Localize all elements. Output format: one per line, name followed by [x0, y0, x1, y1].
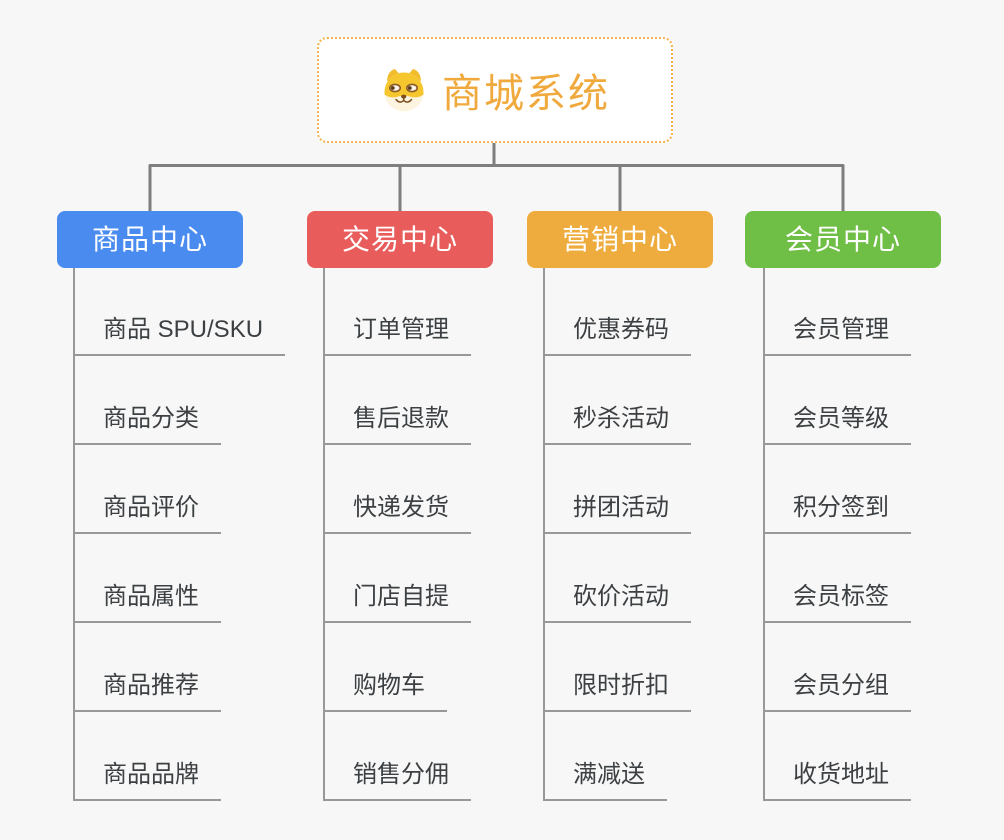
subtopic-item[interactable]: 商品评价	[73, 491, 221, 534]
subtopic-item[interactable]: 积分签到	[763, 491, 911, 534]
branch-product-center: 商品中心 商品 SPU/SKU 商品分类 商品评价 商品属性 商品推荐 商品品牌	[57, 211, 286, 831]
subtopic-item[interactable]: 销售分佣	[323, 758, 471, 801]
branch-trade-center: 交易中心 订单管理 售后退款 快递发货 门店自提 购物车 销售分佣	[307, 211, 493, 831]
root-label: 商城系统	[442, 72, 610, 116]
subtopic-item[interactable]: 商品品牌	[73, 758, 221, 801]
subtopic-item[interactable]: 会员管理	[763, 313, 911, 356]
subtopic-item[interactable]: 商品推荐	[73, 669, 221, 712]
subtopic-item[interactable]: 秒杀活动	[543, 402, 691, 445]
root-node[interactable]: 商城系统	[317, 37, 673, 143]
subtopic-item[interactable]: 商品分类	[73, 402, 221, 445]
subtopic-item[interactable]: 商品属性	[73, 580, 221, 623]
subtopic-item[interactable]: 门店自提	[323, 580, 471, 623]
subtopic-item[interactable]: 满减送	[543, 758, 667, 801]
subtopic-item[interactable]: 商品 SPU/SKU	[73, 313, 286, 356]
subtopic-item[interactable]: 拼团活动	[543, 491, 691, 534]
subtopic-item[interactable]: 售后退款	[323, 402, 471, 445]
branch-node-trade[interactable]: 交易中心	[307, 211, 493, 268]
branch-node-product[interactable]: 商品中心	[57, 211, 243, 268]
branch-node-marketing[interactable]: 营销中心	[527, 211, 713, 268]
subtopic-item[interactable]: 购物车	[323, 669, 447, 712]
branch-member-center: 会员中心 会员管理 会员等级 积分签到 会员标签 会员分组 收货地址	[745, 211, 941, 831]
subtopic-item[interactable]: 限时折扣	[543, 669, 691, 712]
branch-node-member[interactable]: 会员中心	[745, 211, 941, 268]
subtopic-item[interactable]: 优惠券码	[543, 313, 691, 356]
subtopic-item[interactable]: 收货地址	[763, 758, 911, 801]
subtopic-item[interactable]: 会员标签	[763, 580, 911, 623]
subtopic-item[interactable]: 订单管理	[323, 313, 471, 356]
subtopic-item[interactable]: 会员分组	[763, 669, 911, 712]
branch-marketing-center: 营销中心 优惠券码 秒杀活动 拼团活动 砍价活动 限时折扣 满减送	[527, 211, 713, 831]
subtopic-item[interactable]: 快递发货	[323, 491, 471, 534]
subtopic-item[interactable]: 会员等级	[763, 402, 911, 445]
subtopic-item[interactable]: 砍价活动	[543, 580, 691, 623]
doge-icon	[384, 69, 424, 112]
